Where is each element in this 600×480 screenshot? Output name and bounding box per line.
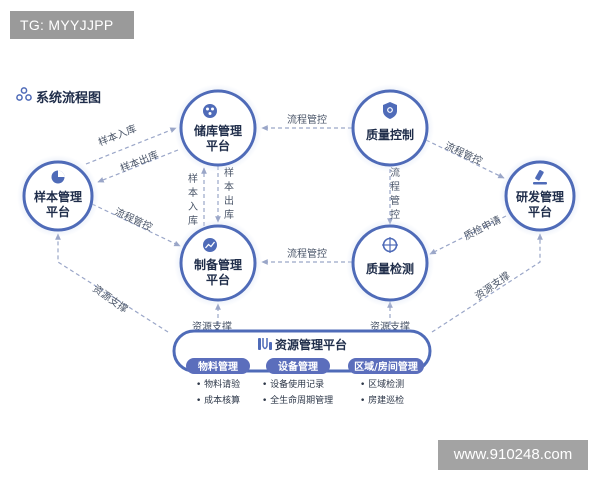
edge-rnd-to-check [429, 215, 507, 255]
module-material-label: 物料管理 [198, 360, 238, 373]
node-storage-line1: 储库管理 [194, 123, 242, 138]
flask-tubes-icon [258, 338, 272, 350]
label-qc-to-storage: 流程管控 [287, 113, 327, 126]
label-sample-to-storage: 样本入库 [96, 122, 138, 149]
node-quality-control-label: 质量控制 [366, 127, 414, 142]
trend-line-icon [203, 238, 217, 252]
node-rnd-platform[interactable]: 研发管理 平台 [499, 155, 581, 237]
crosshair-icon [382, 237, 398, 253]
edge-sample-to-storage [85, 127, 177, 165]
label-char: 流 [390, 166, 400, 179]
label-char: 本 [188, 186, 198, 199]
label-char: 程 [390, 181, 400, 193]
label-char: 库 [224, 208, 234, 221]
module-equipment-item: • 设备使用记录 [262, 380, 325, 390]
label-sample-to-prep: 流程管控 [113, 205, 155, 234]
pie-chart-icon [51, 170, 65, 184]
item-text: 物料请验 [204, 380, 241, 390]
edges [55, 125, 543, 333]
label-char: 入 [188, 202, 198, 213]
label-check-to-prep: 流程管控 [287, 247, 327, 260]
diagram-title: 系统流程图 [36, 91, 102, 106]
node-preparation-platform[interactable]: 制备管理 平台 [174, 219, 262, 307]
item-text: 区域检测 [368, 380, 405, 390]
label-char: 管 [390, 194, 400, 207]
node-rnd-line2: 平台 [528, 204, 552, 219]
node-storage-platform[interactable]: 储库管理 平台 [174, 84, 262, 172]
node-quality-check[interactable]: 质量检测 [346, 219, 434, 307]
module-equipment-item: • 全生命周期管理 [262, 396, 334, 406]
label-res-to-rnd: 资源支撑 [472, 269, 512, 303]
edge-res-to-rnd [431, 233, 543, 333]
node-sample-line1: 样本管理 [34, 189, 82, 204]
label-prep-to-storage-in: 样 本 入 库 [188, 172, 198, 227]
module-area-room-label: 区域/房间管理 [354, 360, 418, 373]
label-res-to-sample: 资源支撑 [90, 282, 130, 316]
label-qc-to-check: 流 程 管 控 [390, 166, 400, 221]
module-pill-equipment[interactable]: 设备管理 [266, 358, 330, 374]
edge-res-to-sample [55, 233, 169, 333]
edge-storage-to-sample [97, 149, 179, 183]
edge-sample-to-prep [91, 203, 181, 247]
node-sample-line2: 平台 [46, 204, 70, 219]
node-quality-check-label: 质量检测 [366, 261, 414, 276]
label-char: 样 [224, 166, 234, 179]
label-rnd-to-check: 质检申请 [461, 213, 503, 243]
tg-badge: TG: MYYJJPP [10, 11, 134, 39]
module-pill-material[interactable]: 物料管理 [186, 358, 250, 374]
label-char: 出 [224, 194, 234, 207]
label-qc-to-rnd: 流程管控 [443, 139, 485, 168]
label-char: 库 [188, 214, 198, 227]
node-quality-control[interactable]: 质量控制 [346, 84, 434, 172]
node-preparation-line2: 平台 [206, 272, 230, 287]
node-preparation-line1: 制备管理 [194, 257, 242, 272]
label-char: 样 [188, 172, 198, 185]
site-watermark: www.910248.com [438, 440, 588, 470]
node-rnd-line1: 研发管理 [516, 189, 564, 204]
shield-icon [383, 102, 397, 119]
process-flow-icon [16, 87, 32, 101]
label-char: 本 [224, 180, 234, 193]
edge-qc-to-rnd [425, 139, 505, 179]
module-material-item: • 成本核算 [196, 396, 241, 406]
node-sample-platform[interactable]: 样本管理 平台 [17, 155, 99, 237]
label-storage-to-prep-out: 样 本 出 库 [224, 166, 234, 221]
item-text: 设备使用记录 [270, 380, 325, 390]
module-area-room-item: • 房建巡检 [360, 396, 405, 406]
module-equipment-label: 设备管理 [278, 360, 318, 373]
module-material-item: • 物料请验 [196, 380, 241, 390]
module-pill-area-room[interactable]: 区域/房间管理 [348, 358, 424, 374]
label-char: 控 [390, 208, 400, 221]
item-text: 房建巡检 [368, 396, 405, 406]
microscope-icon [533, 170, 547, 185]
gear-cluster-icon [203, 104, 217, 118]
item-text: 成本核算 [204, 396, 241, 406]
node-storage-line2: 平台 [206, 138, 230, 153]
resource-platform-title: 资源管理平台 [275, 337, 347, 352]
item-text: 全生命周期管理 [270, 396, 334, 406]
label-storage-to-sample: 样本出库 [118, 148, 160, 175]
module-area-room-item: • 区域检测 [360, 380, 405, 390]
